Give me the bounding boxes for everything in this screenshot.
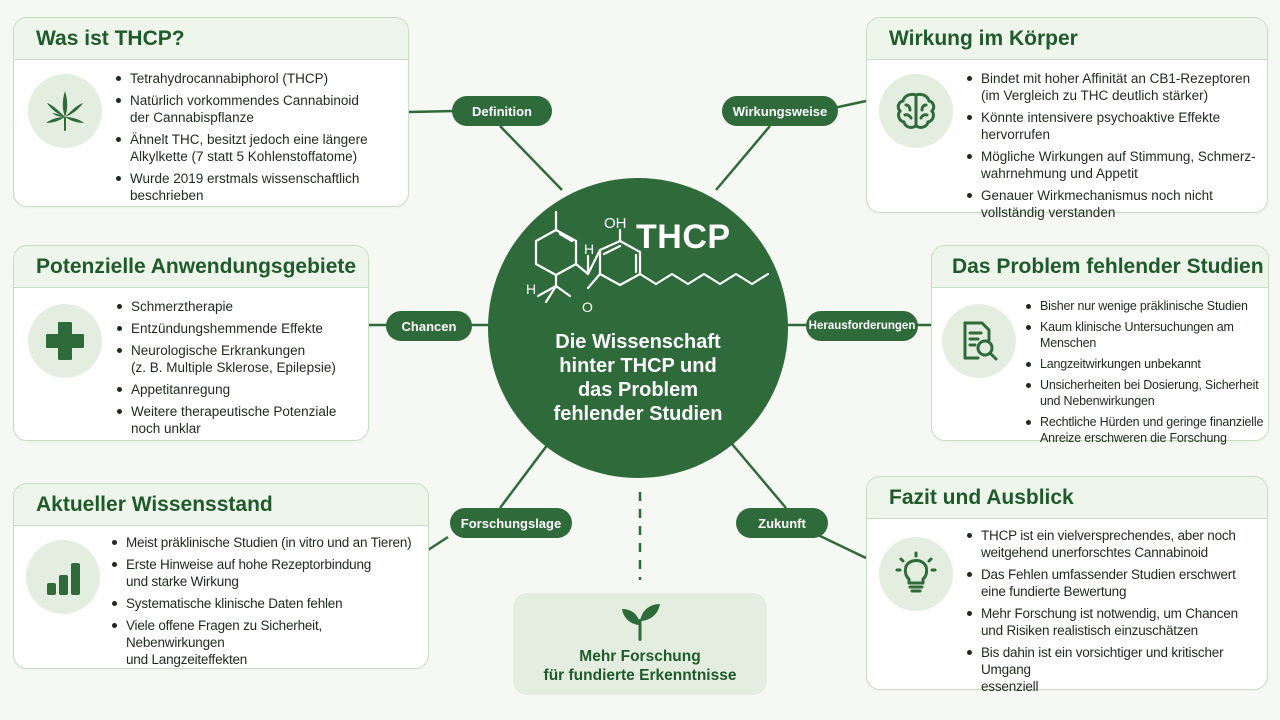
list-item: Viele offene Fragen zu Sicherheit, Neben… bbox=[112, 617, 424, 668]
connector-pill-herausforderungen: Herausforderungen bbox=[806, 311, 918, 341]
hub-subtitle-line: Die Wissenschaft bbox=[555, 331, 721, 353]
medical-cross-icon bbox=[46, 322, 84, 360]
list-item: Bis dahin ist ein vorsichtiger und kriti… bbox=[967, 644, 1265, 695]
connector-line-forschung-hub bbox=[499, 443, 549, 509]
lightbulb-icon bbox=[895, 551, 937, 593]
connector-line-zukunft-card bbox=[817, 533, 867, 560]
connector-pill-chancen: Chancen bbox=[386, 311, 472, 341]
bottom-callout: Mehr Forschung für fundierte Erkenntniss… bbox=[513, 593, 767, 695]
list-item: Mögliche Wirkungen auf Stimmung, Schmerz… bbox=[967, 148, 1263, 182]
list-item: Bisher nur wenige präklinische Studien bbox=[1026, 298, 1266, 314]
molecule-label-h-top: H bbox=[584, 241, 594, 257]
hub-subtitle-line: hinter THCP und bbox=[559, 355, 717, 377]
hub-subtitle-line: fehlender Studien bbox=[553, 403, 723, 425]
icon-badge bbox=[28, 74, 102, 148]
card-problem-fehlender-studien: Das Problem fehlender Studien Bisher nur… bbox=[931, 245, 1269, 445]
icon-badge bbox=[942, 304, 1016, 378]
bullet-list: Tetrahydrocannabiphorol (THCP) Natürlich… bbox=[116, 70, 401, 209]
document-search-icon bbox=[963, 321, 998, 361]
list-item: Neurologische Erkrankungen(z. B. Multipl… bbox=[117, 342, 365, 376]
bottom-callout-line2: für fundierte Erkenntnisse bbox=[543, 667, 737, 684]
icon-badge bbox=[879, 74, 953, 148]
card-wirkung-im-koerper: Wirkung im Körper Bindet mit hoher Affin… bbox=[866, 17, 1268, 220]
card-aktueller-wissensstand: Aktueller Wissensstand Meist präklinisch… bbox=[13, 483, 429, 669]
card-title: Wirkung im Körper bbox=[889, 26, 1078, 50]
bullet-list: Bisher nur wenige präklinische Studien K… bbox=[1026, 298, 1266, 451]
bottom-callout-line1: Mehr Forschung bbox=[579, 648, 701, 665]
connector-line-zukunft-hub bbox=[731, 443, 787, 509]
card-anwendungsgebiete: Potenzielle Anwendungsgebiete Schmerzthe… bbox=[13, 245, 369, 441]
list-item: Das Fehlen umfassender Studien erschwert… bbox=[967, 566, 1265, 600]
card-header: Potenzielle Anwendungsgebiete bbox=[14, 246, 368, 288]
molecule-label-h-left: H bbox=[526, 281, 536, 297]
list-item: Kaum klinische Untersuchungen am Mensche… bbox=[1026, 319, 1266, 351]
card-header: Fazit und Ausblick bbox=[867, 477, 1267, 519]
icon-badge bbox=[879, 537, 953, 611]
list-item: Rechtliche Hürden und geringe finanziell… bbox=[1026, 414, 1266, 446]
connector-line-wirkung-hub bbox=[715, 125, 771, 191]
list-item: Schmerztherapie bbox=[117, 298, 365, 315]
hub-title: THCP bbox=[636, 218, 731, 256]
bullet-list: Meist präklinische Studien (in vitro und… bbox=[112, 534, 424, 673]
card-fazit-und-ausblick: Fazit und Ausblick THCP ist ein vielvers… bbox=[866, 476, 1268, 694]
connector-line-forschung-card bbox=[427, 535, 449, 552]
thcp-molecule-icon: OH H H O bbox=[526, 210, 770, 315]
icon-badge bbox=[26, 540, 100, 614]
list-item: Tetrahydrocannabiphorol (THCP) bbox=[116, 70, 401, 87]
connector-pill-zukunft: Zukunft bbox=[736, 508, 828, 538]
list-item: Langzeitwirkungen unbekannt bbox=[1026, 356, 1266, 372]
card-title: Fazit und Ausblick bbox=[889, 485, 1074, 509]
card-title: Was ist THCP? bbox=[36, 26, 185, 50]
list-item: Bindet mit hoher Affinität an CB1-Rezept… bbox=[967, 70, 1263, 104]
card-header: Aktueller Wissensstand bbox=[14, 484, 428, 526]
hub-subtitle: Die Wissenschaft hinter THCP und das Pro… bbox=[528, 330, 748, 426]
card-header: Wirkung im Körper bbox=[867, 18, 1267, 60]
molecule-label-oh: OH bbox=[604, 215, 627, 232]
bullet-list: Schmerztherapie Entzündungshemmende Effe… bbox=[117, 298, 365, 442]
icon-badge bbox=[28, 304, 102, 378]
list-item: Systematische klinische Daten fehlen bbox=[112, 595, 424, 612]
list-item: Unsicherheiten bei Dosierung, Sicherheit… bbox=[1026, 377, 1266, 409]
card-header: Das Problem fehlender Studien bbox=[932, 246, 1268, 288]
brain-icon bbox=[896, 92, 936, 129]
seedling-icon bbox=[622, 604, 660, 641]
hub-subtitle-line: das Problem bbox=[577, 379, 699, 401]
list-item: Mehr Forschung ist notwendig, um Chancen… bbox=[967, 605, 1265, 639]
connector-pill-definition: Definition bbox=[452, 96, 552, 126]
cannabis-leaf-icon bbox=[46, 91, 84, 131]
connector-line-definition bbox=[407, 109, 456, 114]
connector-pill-forschungslage: Forschungslage bbox=[450, 508, 572, 538]
card-was-ist-thcp: Was ist THCP? Tetrahydrocannabiphorol (T… bbox=[13, 17, 409, 207]
card-header: Was ist THCP? bbox=[14, 18, 408, 60]
connector-line-definition-hub bbox=[499, 125, 563, 191]
molecule-label-o: O bbox=[582, 299, 593, 315]
central-hub: OH H H O THCP Die Wissenschaft hinter TH… bbox=[488, 178, 788, 478]
bullet-list: THCP ist ein vielversprechendes, aber no… bbox=[967, 527, 1265, 700]
connector-pill-wirkungsweise: Wirkungsweise bbox=[722, 96, 838, 126]
list-item: THCP ist ein vielversprechendes, aber no… bbox=[967, 527, 1265, 561]
card-title: Aktueller Wissensstand bbox=[36, 492, 273, 516]
list-item: Appetitanregung bbox=[117, 381, 365, 398]
bar-chart-icon bbox=[47, 563, 80, 595]
list-item: Meist präklinische Studien (in vitro und… bbox=[112, 534, 424, 551]
card-title: Das Problem fehlender Studien bbox=[952, 254, 1264, 278]
bullet-list: Bindet mit hoher Affinität an CB1-Rezept… bbox=[967, 70, 1263, 226]
list-item: Entzündungshemmende Effekte bbox=[117, 320, 365, 337]
card-title: Potenzielle Anwendungsgebiete bbox=[36, 254, 357, 278]
